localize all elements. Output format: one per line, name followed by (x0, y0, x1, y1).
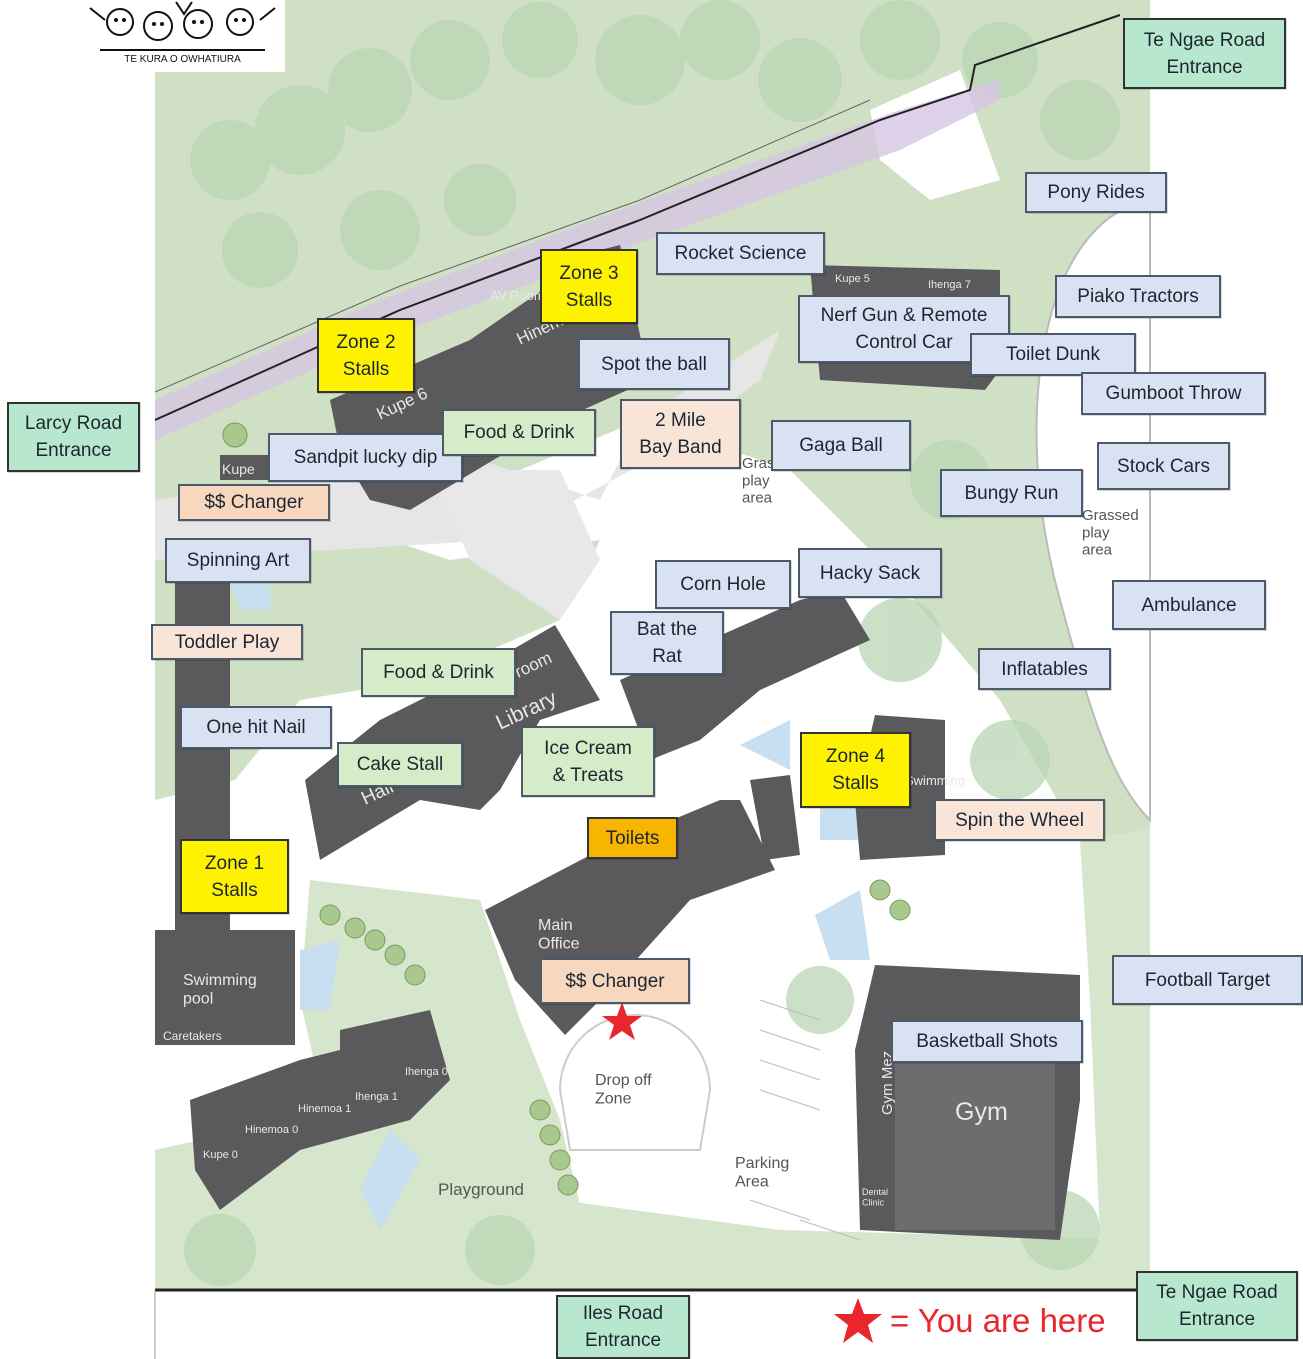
label-spin-the-wheel[interactable]: Spin the Wheel (934, 799, 1105, 841)
label-ice-cream-treats[interactable]: Ice Cream & Treats (521, 726, 655, 797)
star-icon (602, 1002, 642, 1040)
boundary-line (154, 14, 1121, 421)
trees (184, 0, 1120, 1286)
label-bungy-run[interactable]: Bungy Run (940, 469, 1083, 517)
label-football-target[interactable]: Football Target (1112, 955, 1303, 1005)
drop-off-loop (558, 1014, 712, 1151)
label-bat-the-rat[interactable]: Bat the Rat (610, 611, 724, 675)
label-hacky-sack[interactable]: Hacky Sack (798, 548, 942, 598)
label-corn-hole[interactable]: Corn Hole (655, 560, 791, 609)
label-toddler-play[interactable]: Toddler Play (151, 624, 303, 660)
parking-lines (749, 999, 861, 1241)
map-text-kupe5: Kupe 5 (835, 273, 870, 285)
label-gaga-ball[interactable]: Gaga Ball (771, 420, 911, 471)
label-inflatables[interactable]: Inflatables (978, 648, 1111, 690)
label-rocket-science[interactable]: Rocket Science (656, 232, 825, 275)
map-text-ihenga1: Ihenga 1 (355, 1091, 398, 1103)
label-cake-stall[interactable]: Cake Stall (337, 742, 463, 787)
school-logo: TE KURA O OWHATIURA (80, 0, 285, 72)
legend-star-icon (834, 1298, 882, 1343)
label-stock-cars[interactable]: Stock Cars (1097, 442, 1230, 490)
label-zone-2-stalls[interactable]: Zone 2 Stalls (317, 318, 415, 393)
label-2-mile-bay-band[interactable]: 2 Mile Bay Band (620, 399, 741, 469)
label-gumboot-throw[interactable]: Gumboot Throw (1081, 372, 1266, 415)
map-text-kupe-left: Kupe (222, 461, 255, 477)
school-logo-drawing (89, 1, 276, 51)
legend-text: = You are here (890, 1302, 1106, 1339)
map-text-gym: Gym (955, 1098, 1008, 1126)
label-te-ngae-road-entrance-top[interactable]: Te Ngae Road Entrance (1123, 18, 1286, 89)
label-food-drink-middle[interactable]: Food & Drink (361, 648, 516, 697)
map-text-hinemoa0: Hinemoa 0 (245, 1124, 298, 1136)
label-spot-the-ball[interactable]: Spot the ball (578, 338, 730, 390)
label-changer-top[interactable]: $$ Changer (178, 484, 330, 521)
label-toilet-dunk[interactable]: Toilet Dunk (970, 333, 1136, 376)
map-text-av-room: AV Room (490, 288, 545, 303)
map-text-caretakers: Caretakers (163, 1029, 222, 1043)
label-pony-rides[interactable]: Pony Rides (1025, 172, 1167, 213)
map-text-ihenga0: Ihenga 0 (405, 1066, 448, 1078)
label-spinning-art[interactable]: Spinning Art (165, 538, 311, 583)
grass-area-east (1080, 830, 1150, 1240)
label-toilets[interactable]: Toilets (587, 817, 678, 859)
label-ambulance[interactable]: Ambulance (1112, 580, 1266, 630)
label-larcy-road-entrance[interactable]: Larcy Road Entrance (7, 402, 140, 472)
small-trees (222, 422, 911, 1196)
label-zone-3-stalls[interactable]: Zone 3 Stalls (540, 249, 638, 324)
label-zone-4-stalls[interactable]: Zone 4 Stalls (800, 732, 911, 808)
label-sandpit-lucky-dip[interactable]: Sandpit lucky dip (268, 433, 463, 482)
label-changer-bottom[interactable]: $$ Changer (540, 958, 690, 1004)
label-iles-road-entrance[interactable]: Iles Road Entrance (556, 1295, 690, 1359)
label-food-drink-top[interactable]: Food & Drink (442, 409, 596, 456)
boundary-line-2 (154, 99, 871, 393)
shade-sails (230, 580, 870, 1230)
map-text-playground: Playground (438, 1180, 524, 1199)
map-text-swimming-right: Swimming (905, 773, 965, 788)
label-zone-1-stalls[interactable]: Zone 1 Stalls (180, 839, 289, 914)
map-text-gym-mezz: Gym Mez (879, 1051, 896, 1115)
logo-caption: TE KURA O OWHATIURA (124, 54, 241, 65)
map-text-kupe0: Kupe 0 (203, 1149, 238, 1161)
gym-floor (895, 1045, 1055, 1230)
map-text-ihenga7: Ihenga 7 (928, 279, 971, 291)
you-are-here-legend: = You are here (832, 1296, 1106, 1346)
map-text-hinemoa1: Hinemoa 1 (298, 1103, 351, 1115)
paved-area-central (430, 470, 600, 620)
label-one-hit-nail[interactable]: One hit Nail (180, 706, 332, 749)
label-piako-tractors[interactable]: Piako Tractors (1055, 275, 1221, 318)
label-te-ngae-road-entrance-bottom[interactable]: Te Ngae Road Entrance (1136, 1271, 1298, 1341)
label-basketball-shots[interactable]: Basketball Shots (891, 1020, 1083, 1063)
